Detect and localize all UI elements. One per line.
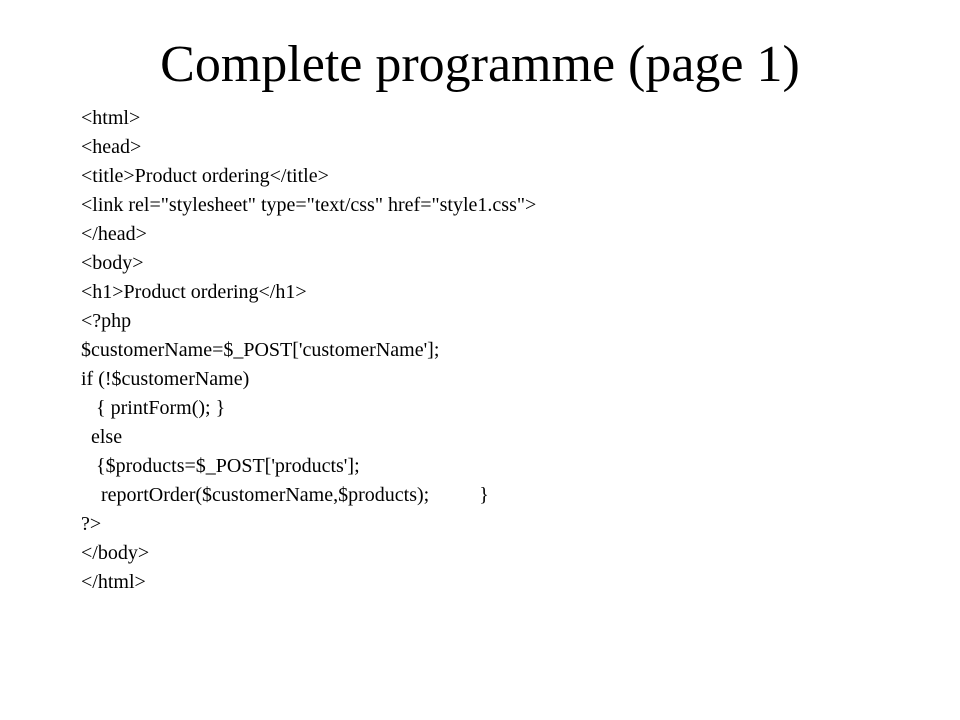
code-line: <h1>Product ordering</h1> bbox=[81, 281, 307, 303]
code-line: <?php bbox=[81, 310, 132, 332]
code-line: <html> bbox=[81, 107, 141, 129]
code-line: ?> bbox=[81, 513, 102, 535]
code-line: <body> bbox=[81, 252, 144, 274]
code-line: </body> bbox=[81, 542, 150, 564]
code-line: </html> bbox=[81, 571, 146, 593]
code-line: <title>Product ordering</title> bbox=[81, 165, 329, 187]
code-listing: <html> <head> <title>Product ordering</t… bbox=[81, 104, 941, 597]
code-line: reportOrder($customerName,$products); } bbox=[81, 484, 489, 506]
code-line: </head> bbox=[81, 223, 147, 245]
code-line: if (!$customerName) bbox=[81, 368, 250, 390]
code-line: else bbox=[81, 426, 123, 448]
code-line: {$products=$_POST['products']; bbox=[81, 455, 360, 477]
code-line: { printForm(); } bbox=[81, 397, 226, 419]
slide-title: Complete programme (page 1) bbox=[160, 36, 800, 93]
code-line: <head> bbox=[81, 136, 142, 158]
code-line: <link rel="stylesheet" type="text/css" h… bbox=[81, 194, 537, 216]
code-line: $customerName=$_POST['customerName']; bbox=[81, 339, 440, 361]
